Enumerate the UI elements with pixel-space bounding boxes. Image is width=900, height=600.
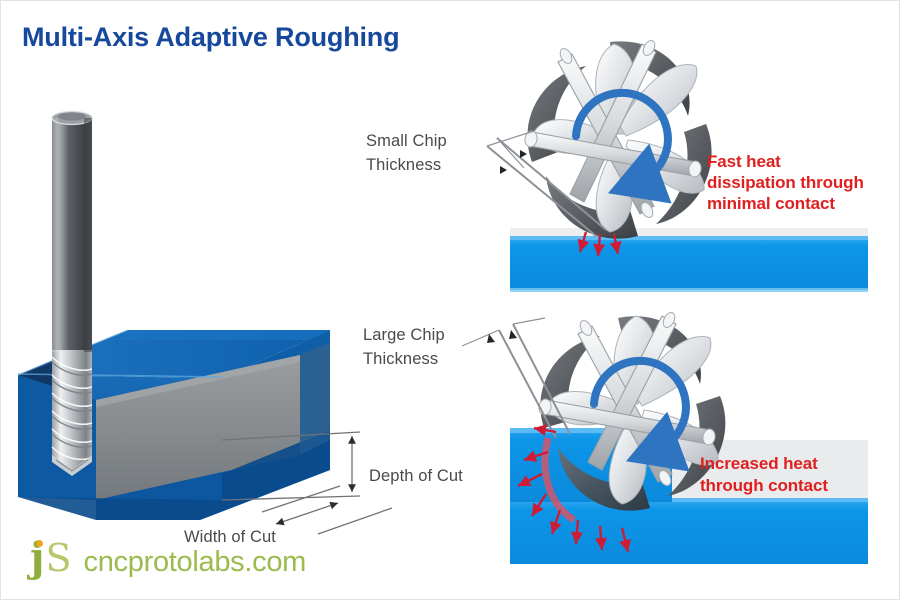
- width-of-cut-dimension: [261, 485, 393, 535]
- heat-arrows-top: [577, 231, 622, 257]
- contact-arc: [541, 437, 576, 523]
- fast-heat-callout-line3: minimal contact: [707, 194, 835, 213]
- fast-heat-callout-line1: Fast heat: [707, 152, 781, 171]
- heat-arrows-bottom: [517, 424, 631, 553]
- rotation-arrow-icon: [590, 356, 690, 472]
- rotation-arrow-icon: [572, 88, 672, 204]
- end-mill-tool: [51, 110, 93, 476]
- large-chip-thickness-label-line2: Thickness: [363, 350, 439, 368]
- small-chip-leader: [486, 130, 607, 237]
- small-chip-thickness-label-line2: Thickness: [366, 156, 442, 174]
- bottom-right-panel: [461, 312, 868, 564]
- page-title: Multi-Axis Adaptive Roughing: [22, 22, 400, 52]
- large-chip-tick-marks: [487, 330, 517, 343]
- small-chip-thickness-label-line1: Small Chip: [366, 132, 447, 150]
- watermark-letter-j: j: [30, 534, 45, 581]
- workpiece-block-top-right: [510, 228, 868, 292]
- depth-of-cut-label: Depth of Cut: [369, 467, 463, 485]
- watermark-site: cncprotolabs.com: [83, 546, 307, 578]
- top-right-panel: [486, 40, 868, 292]
- fast-heat-callout-line2: dissipation through: [707, 173, 864, 192]
- increased-heat-callout-line2: through contact: [700, 476, 828, 495]
- large-chip-thickness-label-line1: Large Chip: [363, 326, 445, 344]
- small-chip-tick-marks: [500, 150, 527, 174]
- cutter-head-bottom: [538, 312, 726, 511]
- watermark-letter-s: S: [45, 536, 72, 580]
- cutter-head-top: [524, 40, 712, 239]
- depth-of-cut-dimension: [221, 431, 361, 501]
- watermark: j S cncprotolabs.com: [30, 538, 306, 579]
- large-chip-leader: [461, 317, 571, 439]
- increased-heat-callout-line1: Increased heat: [700, 454, 818, 473]
- watermark-dot-icon: [36, 540, 43, 547]
- width-of-cut-label: Width of Cut: [184, 528, 276, 546]
- workpiece-block-left: [17, 329, 330, 520]
- left-endmill-panel: [17, 110, 393, 535]
